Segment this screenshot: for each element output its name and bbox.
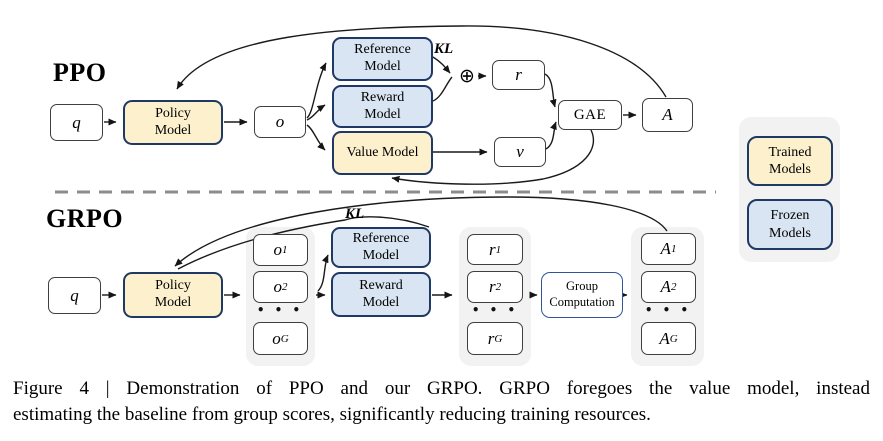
ppo-title: PPO [53,58,107,87]
grpo-curve-a1-policy [174,196,668,267]
caption-line-2: estimating the baseline from group score… [13,403,651,425]
grpo-q-box: q [48,277,101,314]
ppo-gae-box: GAE [558,100,622,130]
grpo-curve-reference-policy-kl [177,216,430,270]
ppo-reference-model-box: Reference Model [332,37,433,81]
grpo-title: GRPO [46,204,124,233]
ppo-curve-reference-oplus [432,56,451,74]
grpo-reference-model-box: Reference Model [331,227,431,268]
grpo-kl-label: KL [345,206,365,222]
ppo-reference-model-label: Reference Model [354,42,411,74]
grpo-reward-model-label: Reward Model [359,277,403,310]
grpo-reward-model-box: Reward Model [331,272,431,317]
grpo-oG-label: o [272,328,281,348]
ppo-curve-v-gae [545,121,557,150]
ppo-curve-a-policy [176,25,667,98]
ppo-reward-model-label: Reward Model [360,89,405,122]
ppo-v-box: v [494,137,546,167]
ppo-value-model-label: Value Model [346,144,419,160]
ppo-o-label: o [275,112,285,131]
ppo-q-box: q [50,104,103,141]
grpo-a1-label: A [660,239,671,258]
grpo-o1-label: o [273,240,283,259]
grpo-r2-label: r [488,277,496,296]
caption-line-1: Figure 4 | Demonstration of PPO and our … [13,378,870,399]
grpo-q-label: q [70,285,79,305]
grpo-policy-model-label: Policy Model [154,278,192,310]
grpo-outputs-ellipsis: • • • [256,303,304,317]
legend-trained-models: Trained Models [747,136,833,186]
oplus-icon: ⊕ [459,65,475,87]
ppo-curve-o-value [306,124,326,151]
ppo-r-label: r [515,65,522,84]
ppo-reward-model-box: Reward Model [332,85,433,128]
grpo-r1-label: r [488,239,496,259]
ppo-curve-gae-value [391,129,595,185]
ppo-curve-r-gae [544,73,557,108]
ppo-kl-label: KL [434,41,454,57]
legend-trained-label: Trained Models [768,144,812,178]
grpo-rewards-ellipsis: • • • [471,303,519,317]
grpo-a2-label: A [660,277,671,296]
ppo-curve-o-reward [306,104,326,121]
ppo-advantage-box: A [642,98,693,132]
grpo-o2-label: o [273,277,283,296]
grpo-reference-model-label: Reference Model [352,230,410,263]
ppo-q-label: q [72,112,81,132]
ppo-policy-model-box: Policy Model [123,100,223,145]
ppo-policy-model-label: Policy Model [154,105,192,138]
grpo-group-computation-label: Group Computation [549,279,615,309]
grpo-policy-model-box: Policy Model [123,272,223,318]
legend-frozen-models: Frozen Models [747,199,833,250]
grpo-group-computation-box: Group Computation [541,272,623,318]
ppo-curve-o-reference [306,62,327,119]
figure-caption: Figure 4 | Demonstration of PPO and our … [13,376,870,427]
ppo-value-model-box: Value Model [332,131,433,175]
ppo-v-label: v [516,142,524,161]
ppo-r-box: r [492,60,545,90]
grpo-rG-label: r [487,328,495,348]
grpo-curve-o-reference [317,254,329,292]
grpo-advantages-ellipsis: • • • [644,303,692,317]
legend-frozen-label: Frozen Models [769,208,811,241]
ppo-advantage-label: A [662,105,673,124]
grpo-aG-label: A [659,328,670,348]
ppo-gae-label: GAE [573,106,607,123]
ppo-curve-reward-oplus [432,76,453,102]
ppo-o-box: o [254,106,306,138]
